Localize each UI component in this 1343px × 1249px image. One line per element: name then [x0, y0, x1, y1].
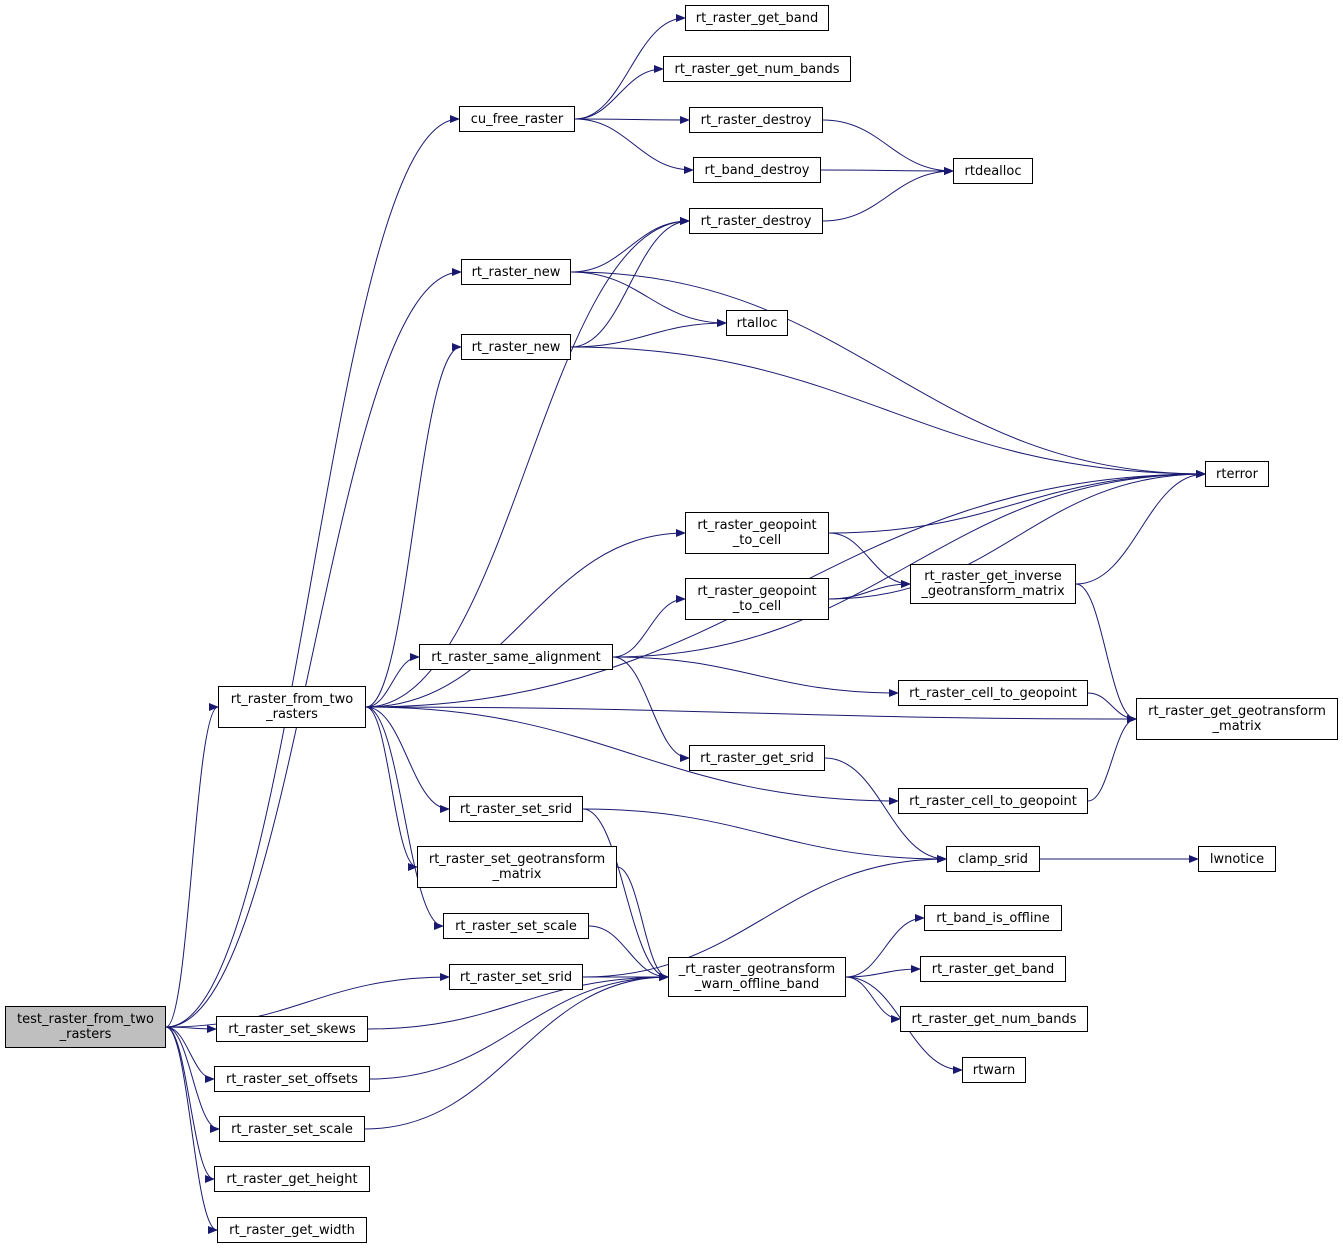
node-new1[interactable]: rt_raster_new	[461, 259, 571, 285]
edge-same-align-to-cell2geo1	[612, 656, 899, 697]
node-from-two[interactable]: rt_raster_from_two _rasters	[218, 686, 366, 728]
edge-set-geo-to-warn	[616, 866, 669, 981]
node-get-geo[interactable]: rt_raster_get_geotransform _matrix	[1136, 698, 1338, 740]
node-destroy1[interactable]: rt_raster_destroy	[689, 107, 823, 133]
edge-set-skews-to-warn	[367, 973, 669, 1030]
node-set-geo[interactable]: rt_raster_set_geotransform _matrix	[417, 846, 617, 888]
edge-test-root-to-cu-free	[165, 115, 460, 1028]
edge-same-align-to-get-srid	[612, 656, 690, 762]
edge-from-two-to-geo2cell1	[365, 529, 686, 708]
edge-inv-geo-to-get-geo	[1075, 583, 1137, 723]
node-set-scale1[interactable]: rt_raster_set_scale	[443, 913, 589, 939]
edge-warn-to-get-band-bot	[845, 965, 921, 978]
edge-cu-free-to-num-bands-top	[574, 65, 664, 120]
edge-set-scale2-to-warn	[364, 973, 669, 1130]
edge-test-root-to-set-offsets	[165, 1026, 215, 1083]
edge-band-destroy-to-rtdealloc	[820, 166, 954, 175]
edge-cell2geo2-to-get-geo	[1087, 715, 1137, 802]
edge-set-offsets-to-warn	[369, 973, 669, 1080]
edge-from-two-to-destroy2	[365, 217, 690, 708]
edge-geo2cell1-to-rterror	[828, 470, 1206, 534]
node-band-destroy[interactable]: rt_band_destroy	[693, 157, 821, 183]
node-cell2geo1[interactable]: rt_raster_cell_to_geopoint	[898, 680, 1088, 706]
edge-from-two-to-same-align	[365, 653, 420, 708]
node-inv-geo[interactable]: rt_raster_get_inverse _geotransform_matr…	[910, 564, 1076, 604]
edge-from-two-to-set-srid1	[365, 706, 450, 813]
node-num-bands-top[interactable]: rt_raster_get_num_bands	[663, 56, 851, 82]
edge-test-root-to-set-srid2	[165, 973, 450, 1028]
node-set-srid2[interactable]: rt_raster_set_srid	[449, 964, 583, 990]
node-get-height[interactable]: rt_raster_get_height	[214, 1166, 370, 1192]
edge-test-root-to-get-width	[165, 1026, 218, 1234]
edge-from-two-to-get-geo	[365, 706, 1137, 723]
edge-test-root-to-set-scale2	[165, 1026, 220, 1133]
node-same-align[interactable]: rt_raster_same_alignment	[419, 644, 613, 670]
edge-new2-to-rtalloc	[570, 319, 727, 348]
edge-new1-to-rtalloc	[570, 271, 727, 327]
node-cu-free[interactable]: cu_free_raster	[459, 106, 575, 132]
edge-test-root-to-get-height	[165, 1026, 215, 1183]
node-test-root[interactable]: test_raster_from_two _rasters	[5, 1006, 166, 1048]
edge-test-root-to-set-skews	[165, 1024, 217, 1033]
edge-cu-free-to-get-band-top	[574, 14, 686, 120]
edge-warn-to-num-bands-bot	[845, 976, 901, 1023]
node-geo2cell2[interactable]: rt_raster_geopoint _to_cell	[685, 578, 829, 620]
node-set-offsets[interactable]: rt_raster_set_offsets	[214, 1066, 370, 1092]
edge-from-two-to-new2	[365, 343, 462, 708]
node-warn[interactable]: _rt_raster_geotransform _warn_offline_ba…	[668, 957, 846, 997]
edge-new2-to-destroy2	[570, 217, 690, 348]
edge-test-root-to-new1	[165, 268, 462, 1028]
edge-test-root-to-from-two	[165, 703, 219, 1028]
node-band-offline[interactable]: rt_band_is_offline	[924, 905, 1062, 931]
edge-same-align-to-geo2cell2	[612, 595, 686, 658]
node-cell2geo2[interactable]: rt_raster_cell_to_geopoint	[898, 788, 1088, 814]
node-rtwarn[interactable]: rtwarn	[962, 1057, 1026, 1083]
node-rterror[interactable]: rterror	[1205, 461, 1269, 487]
edge-set-srid1-to-clamp-srid	[582, 808, 947, 863]
node-geo2cell1[interactable]: rt_raster_geopoint _to_cell	[685, 512, 829, 554]
node-clamp-srid[interactable]: clamp_srid	[946, 846, 1040, 872]
edge-get-srid-to-clamp-srid	[824, 757, 947, 863]
edge-same-align-to-rterror	[612, 470, 1206, 658]
edge-destroy2-to-rtdealloc	[822, 167, 954, 222]
edge-from-two-to-set-scale1	[365, 706, 444, 930]
node-get-band-top[interactable]: rt_raster_get_band	[685, 5, 829, 31]
node-destroy2[interactable]: rt_raster_destroy	[689, 208, 823, 234]
edge-new2-to-rterror	[570, 346, 1206, 478]
edge-set-srid2-to-clamp-srid	[582, 855, 947, 978]
node-set-srid1[interactable]: rt_raster_set_srid	[449, 796, 583, 822]
node-get-srid[interactable]: rt_raster_get_srid	[689, 745, 825, 771]
node-set-skews[interactable]: rt_raster_set_skews	[216, 1016, 368, 1042]
edge-geo2cell2-to-rterror	[828, 470, 1206, 600]
node-lwnotice[interactable]: lwnotice	[1198, 846, 1276, 872]
node-get-band-bot[interactable]: rt_raster_get_band	[920, 956, 1066, 982]
edge-geo2cell1-to-inv-geo	[828, 532, 911, 588]
edge-from-two-to-set-geo	[365, 706, 418, 871]
node-get-width[interactable]: rt_raster_get_width	[217, 1217, 367, 1243]
edge-set-scale1-to-warn	[588, 925, 669, 981]
edge-inv-geo-to-rterror	[1075, 470, 1206, 585]
node-rtalloc[interactable]: rtalloc	[726, 310, 788, 336]
edge-cu-free-to-band-destroy	[574, 118, 694, 174]
edge-cu-free-to-destroy1	[574, 115, 690, 124]
edge-new1-to-destroy2	[570, 217, 690, 273]
node-num-bands-bot[interactable]: rt_raster_get_num_bands	[900, 1006, 1088, 1032]
edge-set-srid1-to-warn	[582, 808, 669, 981]
edge-from-two-to-cell2geo2	[365, 706, 899, 805]
edge-new1-to-rterror	[570, 271, 1206, 478]
node-new2[interactable]: rt_raster_new	[461, 334, 571, 360]
node-rtdealloc[interactable]: rtdealloc	[953, 158, 1033, 184]
edge-destroy1-to-rtdealloc	[822, 119, 954, 175]
node-set-scale2[interactable]: rt_raster_set_scale	[219, 1116, 365, 1142]
edge-warn-to-band-offline	[845, 914, 925, 978]
